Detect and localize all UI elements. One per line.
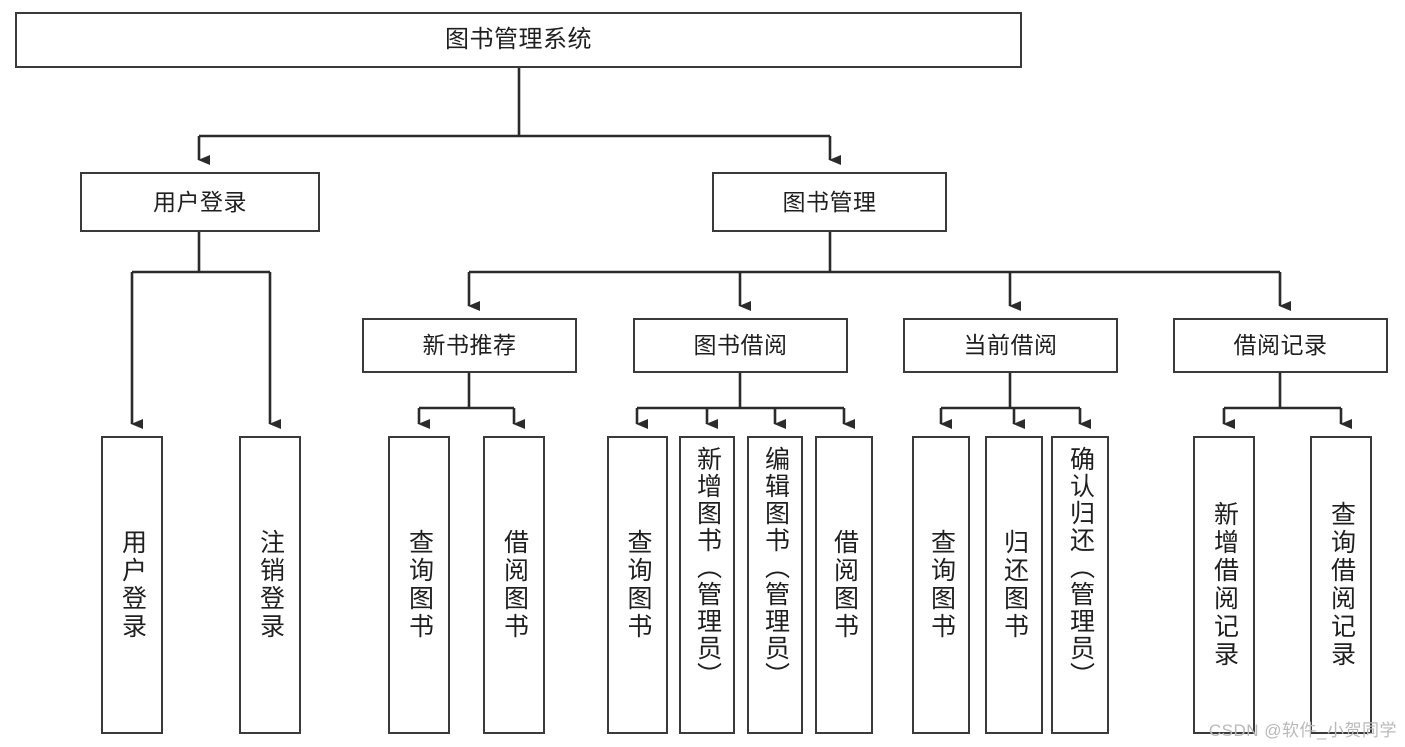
node-leaf-add-record[interactable]: 新增借阅记录	[1193, 436, 1255, 734]
node-current-borrow[interactable]: 当前借阅	[903, 318, 1118, 373]
node-leaf-query-book-bw-label: 查询图书	[624, 529, 652, 641]
node-current-borrow-label: 当前借阅	[963, 332, 1058, 359]
node-leaf-query-book-bw[interactable]: 查询图书	[607, 436, 668, 734]
node-leaf-user-logout-label: 注销登录	[256, 529, 285, 641]
node-leaf-query-book-cur[interactable]: 查询图书	[912, 436, 970, 734]
node-book-borrow-label: 图书借阅	[693, 332, 788, 359]
node-leaf-borrow-book-rec[interactable]: 借阅图书	[483, 436, 545, 734]
node-leaf-user-login-label: 用户登录	[118, 529, 147, 641]
node-leaf-add-book-label: 新增图书（管理员）	[693, 446, 722, 689]
node-leaf-add-book[interactable]: 新增图书（管理员）	[679, 436, 735, 734]
node-leaf-user-logout[interactable]: 注销登录	[239, 436, 301, 734]
node-book-borrow[interactable]: 图书借阅	[633, 318, 848, 373]
node-book-manage-label: 图书管理	[782, 188, 877, 215]
node-leaf-confirm-return-label: 确认归还（管理员）	[1066, 446, 1095, 689]
node-leaf-borrow-book-bw-label: 借阅图书	[830, 529, 859, 641]
node-leaf-edit-book-label: 编辑图书（管理员）	[761, 446, 790, 689]
node-user-login-label: 用户登录	[153, 188, 247, 215]
node-leaf-confirm-return[interactable]: 确认归还（管理员）	[1051, 436, 1109, 734]
node-user-login[interactable]: 用户登录	[80, 172, 320, 232]
node-new-book-rec[interactable]: 新书推荐	[362, 318, 577, 373]
node-root[interactable]: 图书管理系统	[15, 12, 1022, 68]
node-leaf-user-login[interactable]: 用户登录	[101, 436, 163, 734]
node-leaf-borrow-book-rec-label: 借阅图书	[500, 529, 529, 641]
node-borrow-record-label: 借阅记录	[1233, 332, 1328, 359]
node-borrow-record[interactable]: 借阅记录	[1173, 318, 1388, 373]
node-leaf-query-book-rec[interactable]: 查询图书	[388, 436, 450, 734]
csdn-watermark: CSDN @软件_小贺同学	[1208, 721, 1397, 740]
node-leaf-borrow-book-bw[interactable]: 借阅图书	[815, 436, 873, 734]
node-leaf-query-record[interactable]: 查询借阅记录	[1310, 436, 1372, 734]
node-leaf-query-book-rec-label: 查询图书	[405, 529, 434, 641]
node-leaf-add-record-label: 新增借阅记录	[1210, 501, 1239, 669]
node-leaf-edit-book[interactable]: 编辑图书（管理员）	[747, 436, 803, 734]
node-book-manage[interactable]: 图书管理	[712, 172, 947, 232]
node-leaf-return-book[interactable]: 归还图书	[985, 436, 1043, 734]
node-leaf-query-record-label: 查询借阅记录	[1327, 501, 1356, 669]
node-leaf-return-book-label: 归还图书	[1000, 529, 1029, 641]
node-new-book-rec-label: 新书推荐	[422, 332, 517, 359]
node-leaf-query-book-cur-label: 查询图书	[927, 529, 956, 641]
node-root-label: 图书管理系统	[445, 26, 592, 54]
